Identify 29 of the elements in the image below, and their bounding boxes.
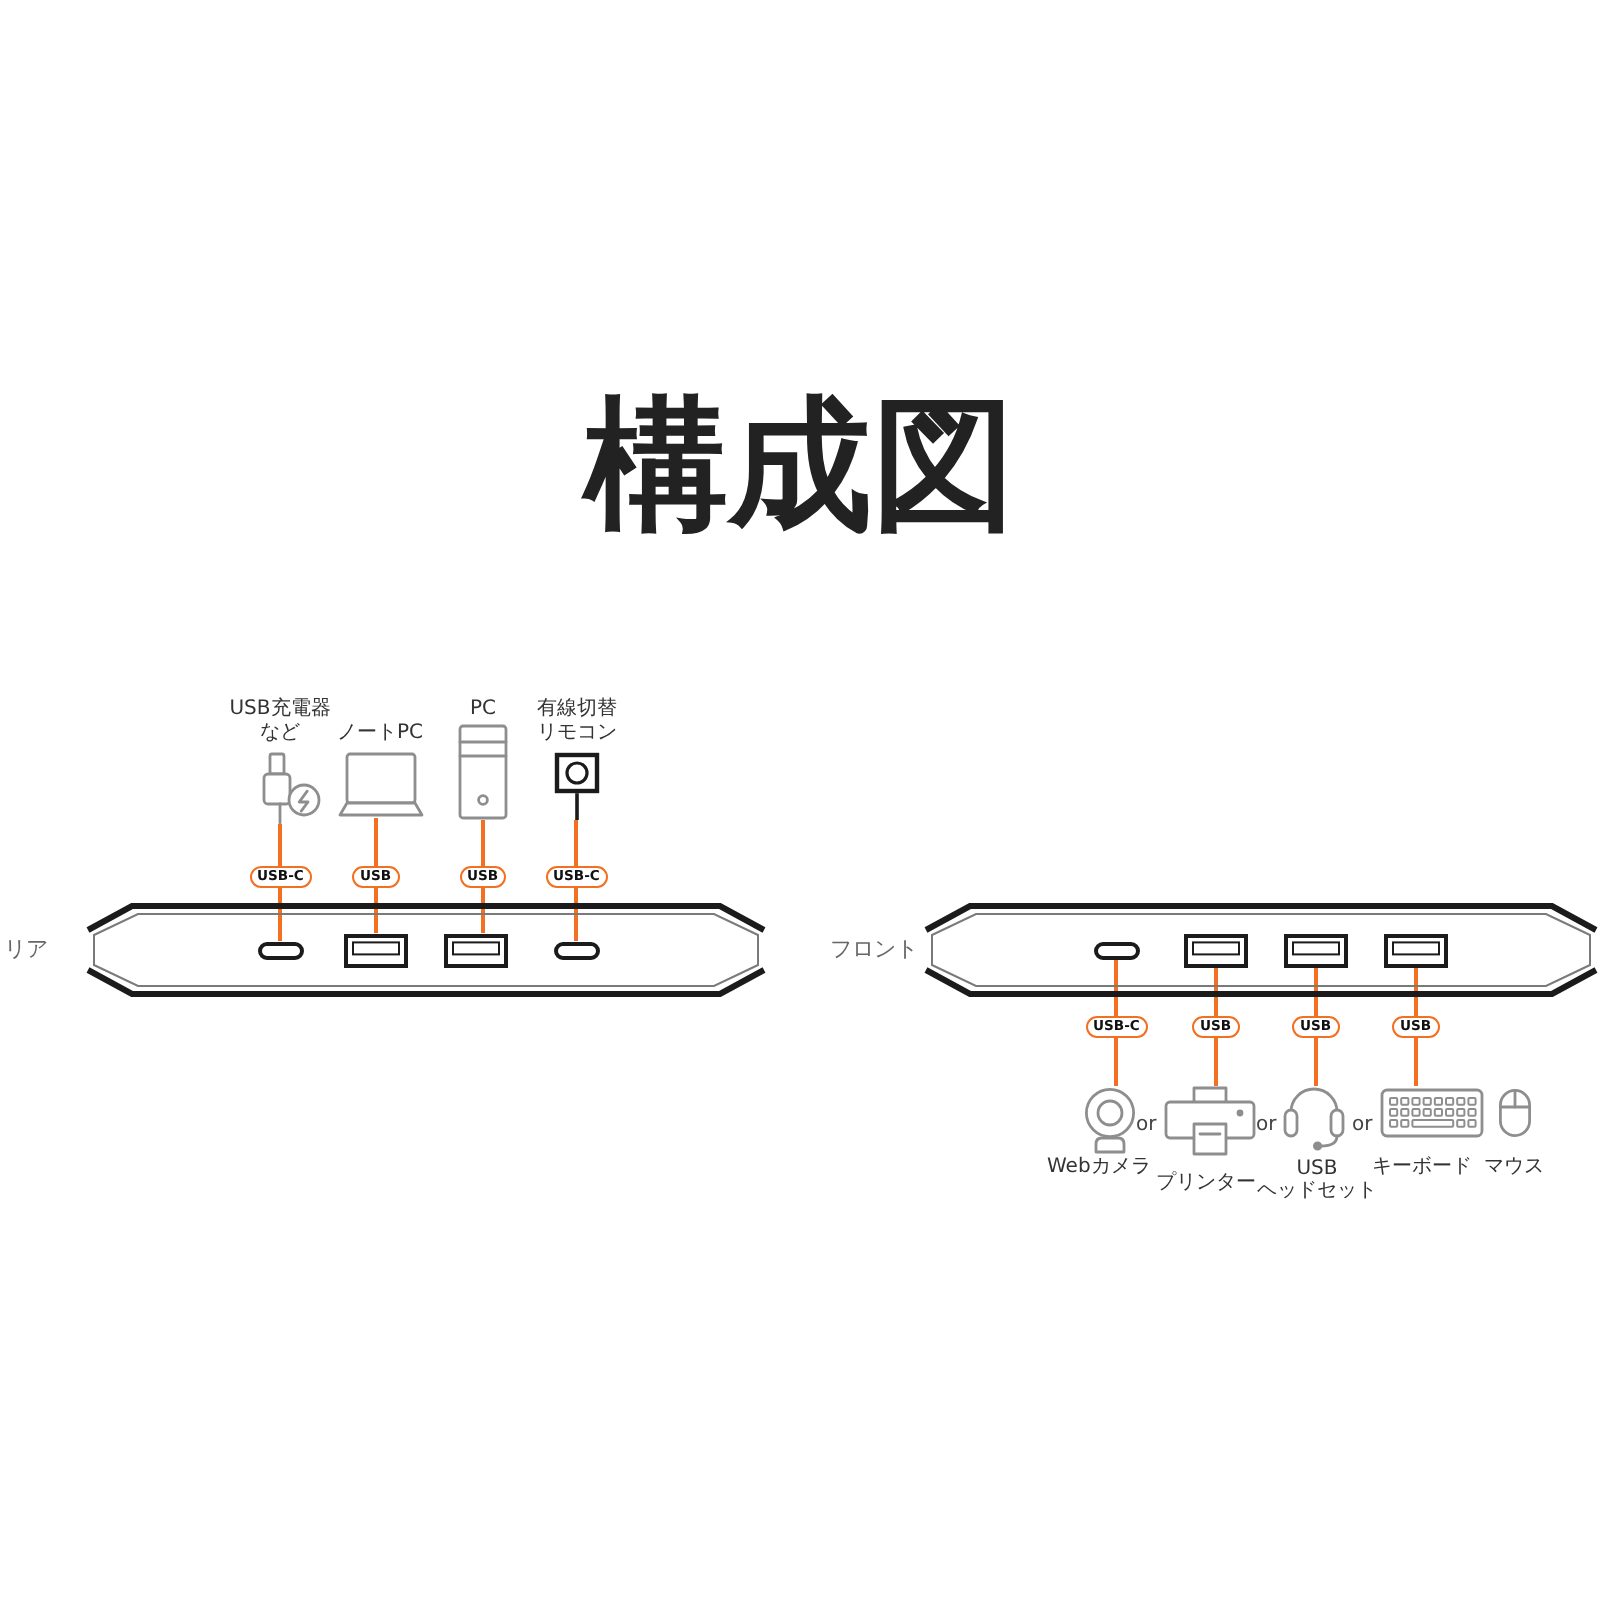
- device-label: PC: [470, 698, 497, 722]
- or-label: or: [1136, 1114, 1157, 1138]
- usb-a-port-icon: [444, 933, 508, 967]
- device-label: マウス: [1484, 1156, 1544, 1180]
- device-label: 有線切替リモコン: [535, 698, 619, 746]
- usb-a-port-icon: [1384, 933, 1448, 967]
- device-label: Webカメラ: [1047, 1156, 1151, 1180]
- usb-a-port-icon: [1284, 933, 1348, 967]
- usb-a-port-icon: [1184, 933, 1248, 967]
- device-label: USB充電器など: [227, 698, 333, 746]
- panel-label: フロント: [830, 936, 918, 964]
- connector-line: [1314, 967, 1318, 1086]
- usb-c-port-icon: [553, 941, 599, 959]
- connector-line: [1414, 967, 1418, 1086]
- connector-line: [374, 818, 378, 933]
- title: 構成図: [584, 388, 1016, 540]
- usb-c-port-icon: [1093, 941, 1139, 959]
- usb-c-port-icon: [257, 941, 303, 959]
- usb-a-port-icon: [344, 933, 408, 967]
- connector-line: [278, 824, 282, 941]
- connector-line: [481, 820, 485, 933]
- device-label: プリンター: [1156, 1172, 1256, 1196]
- device-label: ノートPC: [337, 722, 424, 746]
- panel-label: リア: [4, 936, 48, 964]
- or-label: or: [1352, 1114, 1373, 1138]
- device-label: USBヘッドセット: [1257, 1158, 1377, 1202]
- device-label: キーボード: [1372, 1156, 1472, 1180]
- or-label: or: [1256, 1114, 1277, 1138]
- connector-line: [1214, 967, 1218, 1086]
